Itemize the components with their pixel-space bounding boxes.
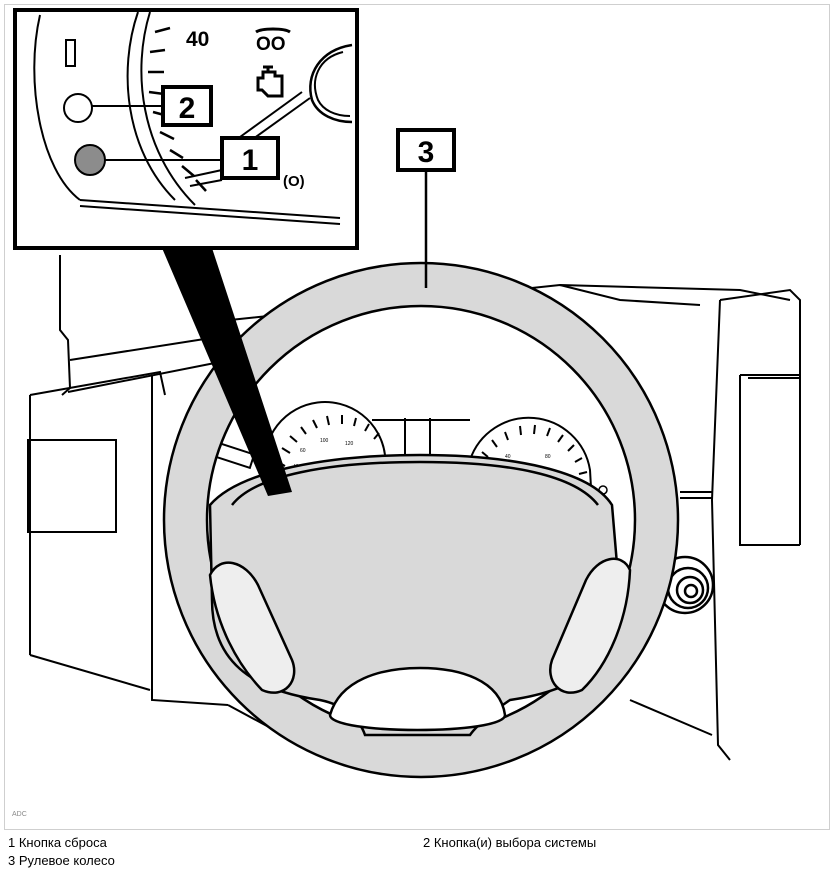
reset-button	[74, 144, 106, 176]
callout-2: 2	[161, 85, 213, 127]
legend-item-1: 1 Кнопка сброса	[8, 835, 107, 850]
right-spoke-grip	[549, 557, 632, 694]
engine-check-icon	[256, 65, 284, 98]
system-select-button	[63, 93, 93, 123]
legend-item-2: 2 Кнопка(и) выбора системы	[423, 835, 597, 850]
diagram-frame	[4, 4, 830, 830]
svg-text:60: 60	[300, 448, 306, 454]
steering-wheel	[162, 261, 680, 779]
callout-3-label: 3	[418, 136, 435, 169]
svg-text:80: 80	[545, 454, 551, 460]
glow-plug-icon-top	[255, 27, 291, 34]
left-spoke-grip	[208, 561, 296, 694]
callout-2-label: 2	[179, 92, 196, 125]
svg-text:40: 40	[505, 454, 511, 460]
zero-symbol-label: (O)	[283, 173, 305, 190]
watermark: ADC	[12, 811, 27, 818]
legend-item-3: 3 Рулевое колесо	[8, 853, 115, 868]
svg-text:100: 100	[320, 438, 329, 444]
callout-1: 1	[220, 136, 280, 180]
indicator-rect-icon	[65, 39, 76, 67]
callout-3: 3	[396, 128, 456, 288]
speed-mark-label: 40	[186, 28, 209, 51]
inset-magnified-view	[13, 8, 359, 250]
callout-1-label: 1	[242, 144, 259, 177]
left-panel	[27, 439, 117, 533]
inset-pointer	[162, 248, 292, 496]
svg-text:120: 120	[345, 441, 354, 447]
glow-plug-icon: OO	[256, 34, 286, 55]
